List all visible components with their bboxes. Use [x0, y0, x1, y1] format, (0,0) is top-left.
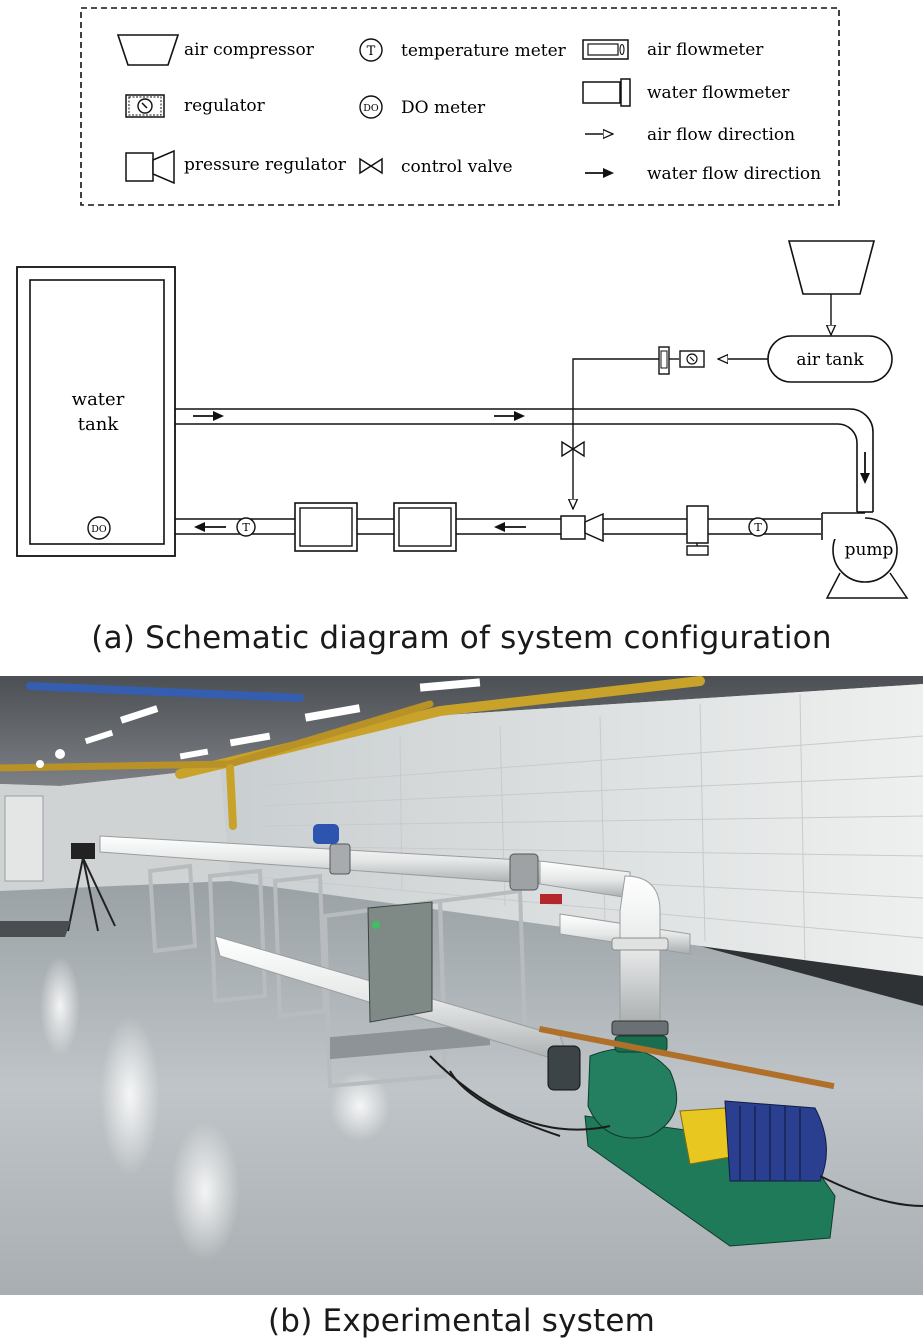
legend-do-meter-label: DO meter	[401, 98, 486, 118]
water-flow-arrow-lower-1	[194, 522, 226, 532]
pump-assembly	[547, 1035, 836, 1247]
legend-regulator-label: regulator	[184, 96, 266, 116]
right-wall	[220, 684, 923, 1006]
supply-pipe	[175, 408, 874, 512]
schematic-diagram: air compressor regulator pressure regula…	[16, 7, 909, 599]
water-tank: water tank DO	[16, 266, 176, 557]
blue-sensor	[313, 824, 339, 844]
regulator-inline	[679, 350, 705, 368]
legend-air-compressor-label: air compressor	[184, 40, 315, 60]
pressure-regulator-inline	[560, 512, 604, 543]
air-tank-label: air tank	[796, 350, 864, 370]
floor-cables	[429, 1055, 923, 1207]
test-section-2	[393, 502, 457, 552]
svg-text:T: T	[754, 521, 762, 534]
control-box	[367, 901, 433, 1023]
legend-water-flowmeter-label: water flowmeter	[647, 83, 790, 103]
floor-mat	[0, 921, 71, 937]
water-flowmeter-icon	[582, 78, 631, 107]
red-valve	[540, 894, 562, 904]
test-pipe	[99, 835, 631, 899]
legend-water-flow-direction-label: water flow direction	[647, 164, 821, 184]
left-cabinet	[4, 795, 44, 882]
control-valve-icon	[359, 157, 383, 175]
motor	[724, 1100, 827, 1182]
svg-text:T: T	[367, 44, 376, 59]
water-flow-arrow-lower-2	[494, 522, 526, 532]
pump: pump	[821, 511, 909, 599]
temperature-meter-icon: T	[359, 38, 383, 62]
temperature-meter-return-icon: T	[236, 517, 256, 537]
experimental-system-photo	[0, 676, 923, 1295]
control-valve-inline	[561, 440, 585, 458]
air-flowmeter-icon	[582, 39, 629, 60]
pressure-regulator-icon	[125, 149, 175, 185]
svg-text:DO: DO	[363, 103, 379, 114]
legend-control-valve-label: control valve	[401, 157, 513, 177]
water-arrow-icon	[585, 168, 614, 178]
inlet-flange	[547, 1045, 581, 1091]
frame-base	[330, 1023, 490, 1060]
air-tank: air tank	[767, 335, 893, 383]
legend-pressure-regulator-label: pressure regulator	[184, 155, 347, 175]
air-flowmeter-inline	[658, 346, 670, 375]
orange-cable-tray	[538, 1026, 835, 1090]
legend-air-flow-direction-label: air flow direction	[647, 125, 795, 145]
legend-temperature-meter-label: temperature meter	[401, 41, 567, 61]
water-flowmeter-inline	[686, 505, 709, 556]
water-flow-arrow-upper-1	[193, 411, 224, 421]
legend-border	[80, 7, 840, 206]
air-line	[573, 359, 768, 509]
pump-label: pump	[845, 540, 894, 560]
water-flow-arrow-down	[860, 452, 870, 484]
air-compressor	[787, 240, 876, 335]
svg-text:T: T	[242, 521, 250, 534]
water-tank-label-1: water	[72, 389, 125, 410]
regulator-icon	[125, 94, 165, 118]
caption-b: (b) Experimental system	[268, 1303, 655, 1339]
test-section-1	[294, 502, 358, 552]
return-pipe	[175, 518, 822, 535]
legend: air compressor regulator pressure regula…	[80, 7, 840, 206]
do-meter-icon: DO	[359, 95, 383, 119]
water-flow-arrow-upper-2	[494, 411, 525, 421]
air-compressor-icon	[116, 34, 180, 66]
ceiling-pipes	[0, 676, 705, 830]
ceiling-lights	[36, 678, 481, 768]
svg-text:DO: DO	[91, 524, 107, 535]
temperature-meter-supply-icon: T	[748, 517, 768, 537]
tripod	[67, 843, 116, 932]
tank-do-meter-icon: DO	[87, 516, 111, 540]
vertical-pipe	[611, 875, 669, 1036]
water-tank-label-2: tank	[78, 414, 120, 435]
caption-a: (a) Schematic diagram of system configur…	[91, 620, 832, 656]
legend-air-flowmeter-label: air flowmeter	[647, 40, 764, 60]
left-wall	[0, 768, 230, 891]
